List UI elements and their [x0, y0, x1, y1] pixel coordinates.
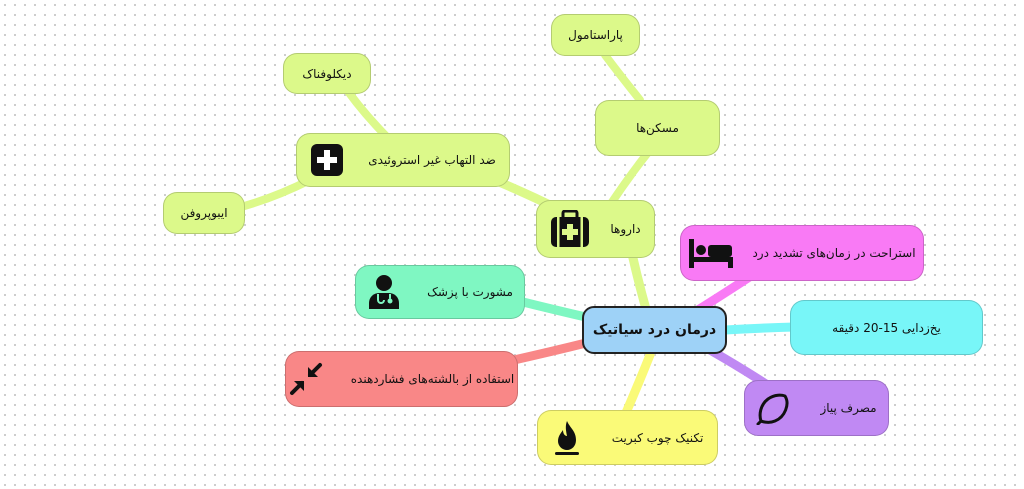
node-doctor[interactable]: مشورت با پزشک	[355, 265, 525, 319]
medical-kit-icon	[550, 210, 590, 248]
node-match[interactable]: تکنیک چوب کبریت	[537, 410, 718, 465]
node-pillow[interactable]: استفاده از بالشته‌های فشاردهنده	[285, 351, 518, 407]
node-diclofenac[interactable]: دیکلوفناک	[283, 53, 371, 94]
node-nsaid-label: ضد التهاب غیر استروئیدی	[368, 153, 496, 167]
node-painkillers-label: مسکن‌ها	[636, 121, 679, 135]
link-root-doctor	[510, 295, 595, 323]
bed-icon	[688, 237, 734, 269]
root-node[interactable]: درمان درد سیاتیک	[582, 306, 727, 354]
doctor-icon	[367, 274, 401, 310]
node-ice[interactable]: یخ‌زدایی 15-20 دقیقه	[790, 300, 983, 355]
node-pillow-label: استفاده از بالشته‌های فشاردهنده	[350, 372, 515, 386]
medical-cross-icon	[310, 143, 344, 177]
node-ibuprofen-label: ایبوپروفن	[180, 206, 228, 220]
node-diclofenac-label: دیکلوفناک	[302, 66, 352, 81]
flame-icon	[552, 419, 582, 457]
node-ice-label: یخ‌زدایی 15-20 دقیقه	[832, 320, 941, 335]
link-root-pillow	[500, 337, 595, 367]
node-onion[interactable]: مصرف پیاز	[744, 380, 889, 436]
node-drugs-label: داروها	[610, 222, 641, 236]
link-root-match	[620, 350, 655, 420]
node-painkillers[interactable]: مسکن‌ها	[595, 100, 720, 156]
node-match-label: تکنیک چوب کبریت	[611, 430, 704, 445]
node-rest[interactable]: استراحت در زمان‌های تشدید درد	[680, 225, 924, 281]
link-root-ice	[720, 322, 800, 335]
node-rest-label: استراحت در زمان‌های تشدید درد	[752, 246, 916, 260]
node-doctor-label: مشورت با پزشک	[427, 285, 513, 299]
link-drugs-painkillers	[606, 146, 654, 209]
node-ibuprofen[interactable]: ایبوپروفن	[163, 192, 245, 234]
node-paracetamol[interactable]: پاراستامول	[551, 14, 640, 56]
link-painkillers-paracetamol	[601, 51, 644, 104]
node-drugs[interactable]: داروها	[536, 200, 655, 258]
compress-arrows-icon	[289, 362, 323, 396]
root-node-label: درمان درد سیاتیک	[592, 322, 717, 338]
onion-icon	[756, 391, 790, 425]
node-paracetamol-label: پاراستامول	[568, 28, 623, 42]
node-onion-label: مصرف پیاز	[820, 401, 877, 415]
node-nsaid[interactable]: ضد التهاب غیر استروئیدی	[296, 133, 510, 187]
